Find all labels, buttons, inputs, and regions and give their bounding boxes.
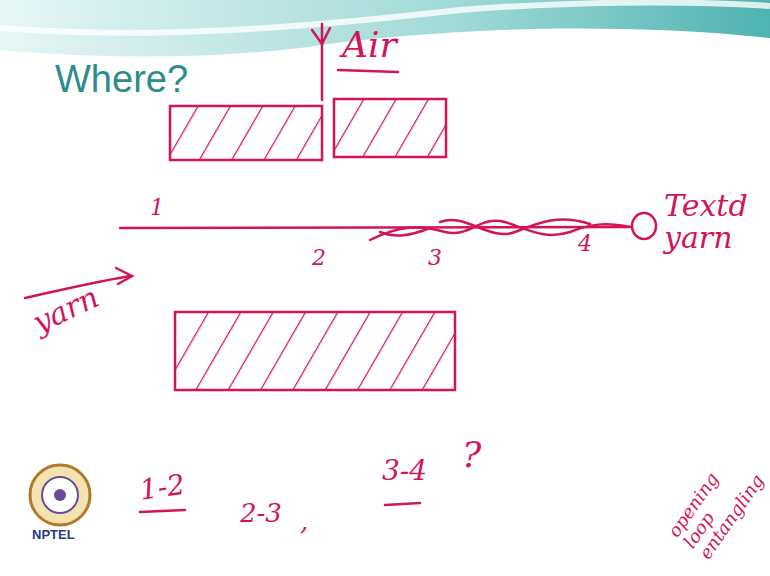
zone-label: 3-4 xyxy=(382,456,427,485)
point-number: 3 xyxy=(428,246,442,269)
note: opening loop entangling xyxy=(665,456,763,562)
yarn-label: yarn xyxy=(28,281,103,338)
textured-yarn-label: Textd yarn xyxy=(664,190,764,253)
point-number: 1 xyxy=(150,196,164,219)
point-number: 2 xyxy=(312,246,326,269)
zone-label: 1-2 xyxy=(138,470,187,505)
separator: , xyxy=(300,508,308,535)
zone-label: 2-3 xyxy=(240,500,282,527)
air-label: Air xyxy=(342,26,397,64)
question-mark: ? xyxy=(462,436,481,474)
logo-text: NPTEL xyxy=(32,528,75,542)
nptel-logo xyxy=(30,465,90,525)
point-number: 4 xyxy=(578,232,592,255)
slide-title: Where? xyxy=(55,58,188,101)
